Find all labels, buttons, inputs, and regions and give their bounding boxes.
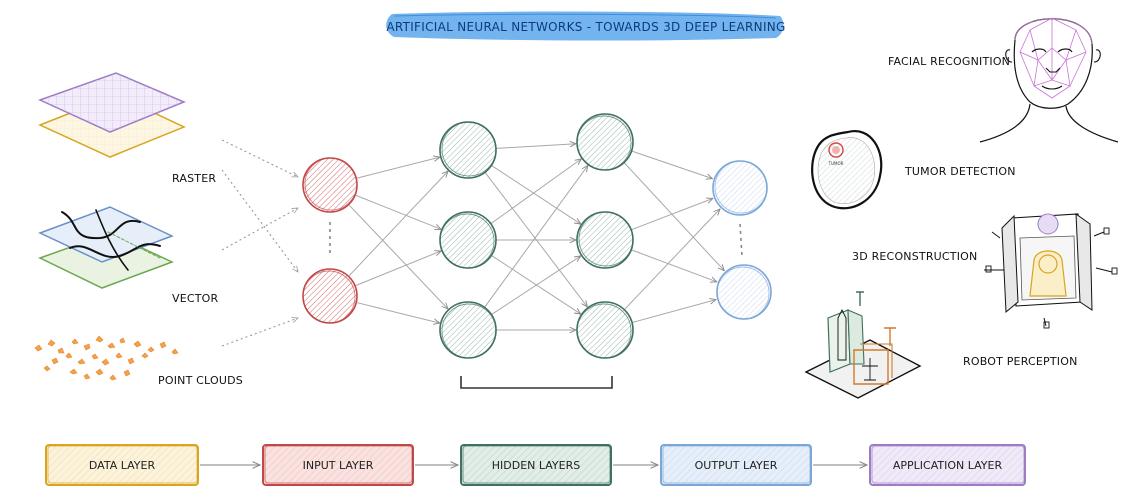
network-edge	[490, 159, 582, 225]
hidden-layer-1-nodes	[439, 121, 497, 359]
input-node	[302, 157, 358, 213]
network-edge	[484, 165, 588, 308]
3d-reconstruction-label: 3D RECONSTRUCTION	[852, 250, 977, 263]
hidden-node	[576, 211, 634, 269]
tumor-detection-label: TUMOR DETECTION	[904, 165, 1016, 178]
facial-recognition-label: FACIAL RECOGNITION	[888, 55, 1010, 68]
flow-box-label: INPUT LAYER	[303, 459, 374, 472]
title-banner: ARTIFICIAL NEURAL NETWORKS - TOWARDS 3D …	[386, 11, 785, 41]
flow-box-label: DATA LAYER	[89, 459, 156, 472]
raster-layers-illustration	[38, 72, 186, 158]
face-mesh-illustration	[979, 17, 1119, 143]
reconstruction-illustration	[984, 212, 1118, 329]
hidden-layer-2-nodes	[576, 113, 634, 359]
output-node	[712, 160, 768, 216]
output-layer-box: OUTPUT LAYER	[660, 444, 812, 486]
network-connections	[348, 144, 724, 330]
network-edge	[357, 302, 440, 323]
network-edge	[355, 251, 441, 286]
hidden-node	[439, 121, 497, 179]
network-edge	[631, 300, 716, 324]
application-layer-box: APPLICATION LAYER	[869, 444, 1026, 486]
flow-box-label: HIDDEN LAYERS	[492, 459, 580, 472]
flow-box-label: OUTPUT LAYER	[695, 459, 778, 472]
raster-label: RASTER	[172, 172, 216, 185]
network-edge	[631, 249, 717, 282]
data-layer-box: DATA LAYER	[45, 444, 199, 486]
input-layer-box: INPUT LAYER	[262, 444, 414, 486]
network-edge	[355, 194, 441, 229]
hidden-node	[576, 301, 634, 359]
output-layer-nodes	[712, 160, 772, 320]
point-cloud-illustration	[34, 335, 179, 381]
layer-flow-row: DATA LAYER INPUT LAYER HIDDEN LAYERS OUTPUT…	[45, 444, 1026, 486]
network-edge	[630, 198, 713, 231]
network-edge	[491, 256, 580, 316]
input-node	[302, 268, 358, 324]
network-edge	[623, 162, 724, 271]
diagram-title: ARTIFICIAL NEURAL NETWORKS - TOWARDS 3D …	[386, 20, 785, 34]
data-to-input-arrows	[221, 139, 298, 347]
hidden-layers-box: HIDDEN LAYERS	[460, 444, 612, 486]
network-edge	[348, 171, 448, 277]
vector-label: VECTOR	[172, 292, 219, 305]
input-layer-nodes	[302, 157, 358, 324]
point-clouds-label: POINT CLOUDS	[158, 374, 243, 387]
network-edge	[631, 150, 713, 179]
tumor-tag: TUMOR	[828, 161, 844, 166]
robot-perception-label: ROBOT PERCEPTION	[963, 355, 1078, 368]
hidden-node	[439, 301, 497, 359]
network-edge	[491, 164, 580, 224]
vector-layers-illustration	[38, 206, 174, 289]
output-ellipsis	[739, 223, 743, 257]
robot-scene-illustration	[804, 291, 922, 399]
network-edge	[356, 157, 440, 179]
network-edge	[623, 209, 720, 311]
flow-box-label: APPLICATION LAYER	[893, 459, 1003, 472]
hidden-node	[576, 113, 634, 171]
network-edge	[348, 204, 448, 309]
tumor-scan-illustration: TUMOR	[811, 129, 883, 210]
hidden-node	[439, 211, 497, 269]
output-node	[716, 264, 772, 320]
hidden-layers-bracket	[460, 376, 613, 389]
network-edge	[495, 144, 576, 149]
